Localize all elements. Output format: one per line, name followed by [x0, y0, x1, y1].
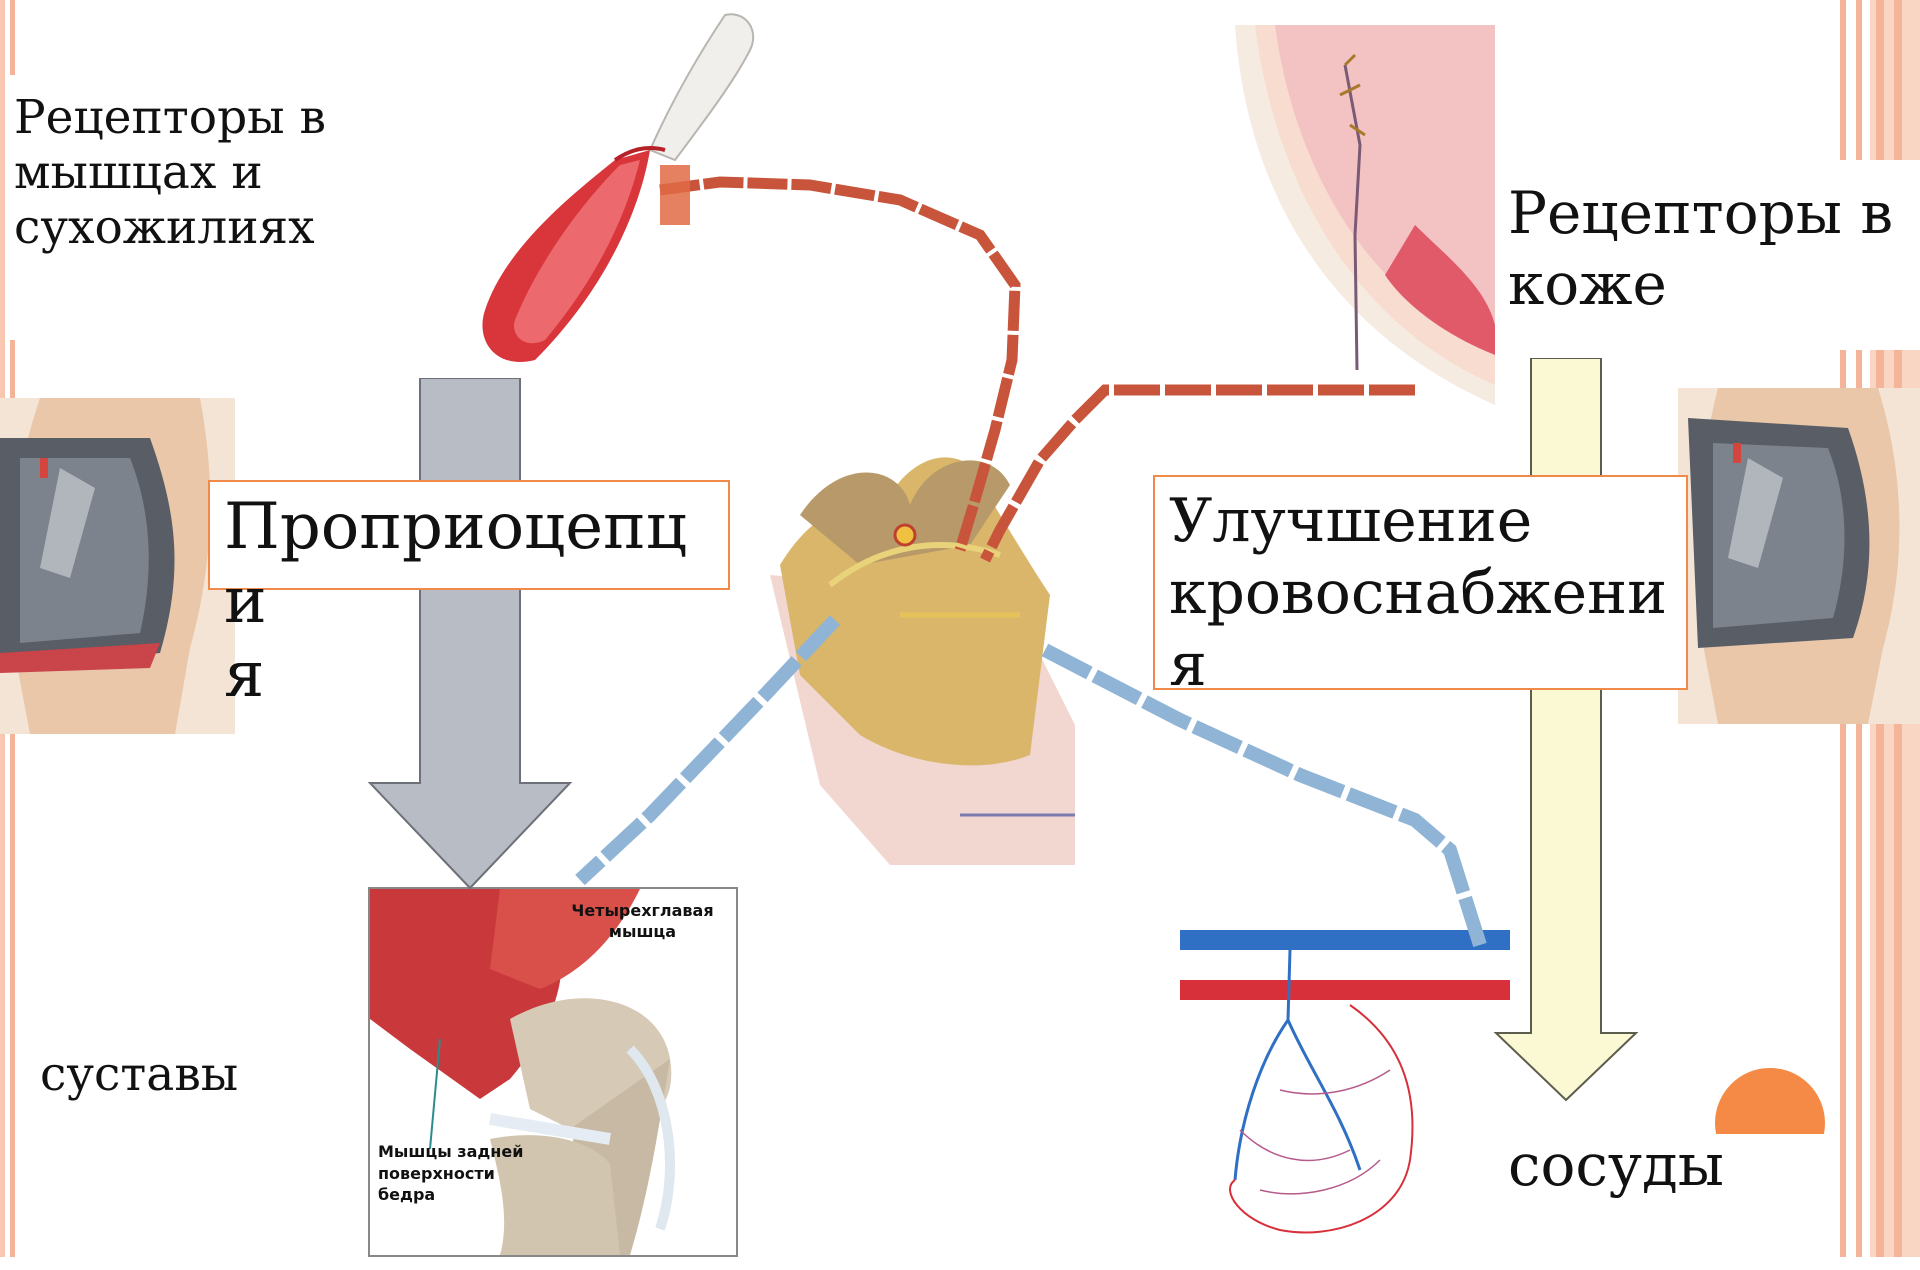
blood-supply-arrow	[1490, 358, 1640, 1103]
muscle-receptors-label: Рецепторы в мышцах и сухожилиях	[14, 90, 326, 255]
joints-label: суставы	[40, 1047, 238, 1102]
skin-receptors-label: Рецепторы в коже	[1508, 178, 1893, 320]
proprioception-callout: Проприоцепци я	[208, 480, 730, 590]
vessels-label: сосуды	[1508, 1132, 1724, 1200]
blood-supply-label: Улучшение кровоснабжени я	[1169, 486, 1667, 700]
proprioception-arrow	[365, 378, 575, 890]
blood-supply-callout: Улучшение кровоснабжени я	[1153, 475, 1688, 690]
